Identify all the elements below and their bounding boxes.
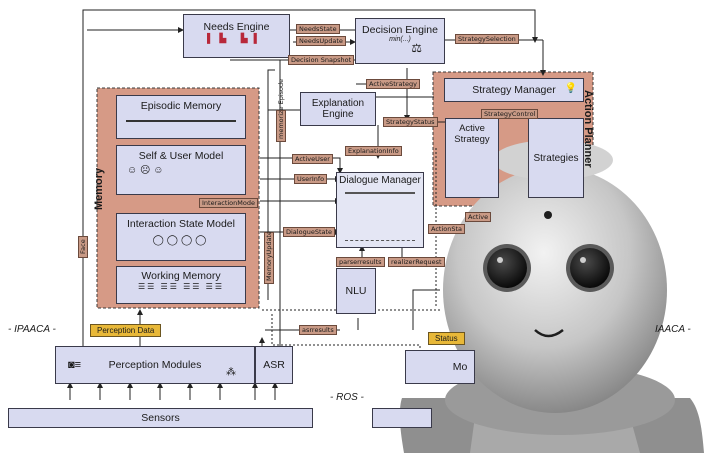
motor-title: Mo	[452, 361, 468, 373]
asr-title: ASR	[263, 359, 285, 371]
sensors-title: Sensors	[141, 412, 180, 424]
face-label: Face	[78, 236, 88, 258]
self-user-model-title: Self & User Model	[138, 150, 224, 162]
perception-data-badge: Perception Data	[90, 324, 162, 337]
strategy-manager-box: Strategy Manager 💡	[444, 78, 584, 102]
active-user-label: ActiveUser	[292, 154, 333, 164]
needs-engine-title: Needs Engine	[203, 21, 270, 33]
user-info-label: UserInfo	[294, 174, 328, 184]
active-short-label: Active	[465, 212, 492, 222]
strategy-manager-title: Strategy Manager	[472, 84, 556, 96]
active-strategy-box: Active Strategy	[445, 118, 499, 198]
list-icon: ☰☰ ☰☰ ☰☰ ☰☰	[137, 282, 225, 291]
interaction-state-model-box: Interaction State Model ◯◯◯◯	[116, 213, 246, 261]
explanation-engine-title: Explanation Engine	[311, 98, 365, 120]
robot-image	[399, 140, 704, 453]
ros-label: - ROS -	[330, 392, 364, 403]
perception-modules-title: Perception Modules	[108, 359, 202, 371]
working-memory-box: Working Memory ☰☰ ☰☰ ☰☰ ☰☰	[116, 266, 246, 304]
parser-results-label: parserresults	[336, 257, 385, 267]
dialogue-manager-box: Dialogue Manager	[336, 172, 424, 248]
timeline-icon	[126, 120, 236, 122]
network-icon: ⁂	[226, 367, 236, 378]
needs-state-label: NeedsState	[296, 24, 340, 34]
dialogue-manager-title: Dialogue Manager	[339, 175, 421, 186]
bar-chart-icon: ▌▙ ▙▌	[206, 33, 267, 43]
status-badge: Status	[428, 332, 465, 345]
memorize-episode-label: memorize Episode	[276, 79, 286, 142]
strategy-control-label: StrategyControl	[481, 109, 539, 119]
dialogue-state-label: DialogueState	[283, 227, 336, 237]
decision-engine-title: Decision Engine	[362, 24, 438, 36]
motor-box: Mo	[405, 350, 475, 384]
strategy-status-label: StrategyStatus	[383, 117, 438, 127]
camera-icon: ◙≡	[68, 359, 82, 371]
memory-section-label: Memory	[93, 167, 105, 210]
explanation-engine-box: Explanation Engine	[300, 92, 376, 126]
nlu-box: NLU	[336, 268, 376, 314]
interaction-state-model-title: Interaction State Model	[127, 218, 235, 230]
active-strategy-title: Active Strategy	[454, 123, 490, 145]
action-status-label: ActionSta	[428, 224, 466, 234]
scale-icon: ⚖	[411, 41, 422, 55]
active-strategy-msg-label: ActiveStrategy	[366, 79, 420, 89]
state-machine-icon: ◯◯◯◯	[152, 235, 210, 246]
episodic-memory-title: Episodic Memory	[140, 100, 222, 112]
memory-update-label: MemoryUpdate	[264, 231, 274, 284]
asr-box: ASR	[255, 346, 293, 384]
needs-engine-box: Needs Engine ▌▙ ▙▌	[183, 14, 290, 58]
nlu-title: NLU	[345, 285, 367, 297]
episodic-memory-box: Episodic Memory	[116, 95, 246, 139]
ipaaca-right-label: IAACA -	[655, 324, 691, 335]
strategy-selection-label: StrategySelection	[455, 34, 519, 44]
decision-snapshot-label: Decision Snapshot	[288, 55, 355, 65]
needs-update-label: NeedsUpdate	[296, 36, 346, 46]
strategies-title: Strategies	[533, 152, 579, 164]
ipaaca-left-label: - IPAACA -	[8, 324, 56, 335]
flowchart-icon	[345, 192, 415, 241]
self-user-model-box: Self & User Model ☺ ☹ ☺	[116, 145, 246, 195]
interaction-mode-label: InteractionMode	[199, 198, 258, 208]
explanation-info-label: ExplanationInfo	[345, 146, 402, 156]
asr-results-label: asrresults	[299, 325, 337, 335]
lightbulb-icon: 💡	[564, 83, 577, 94]
emotion-faces-icon: ☺ ☹ ☺	[127, 165, 164, 176]
decision-formula: min(...)	[389, 36, 411, 43]
sensors-box: Sensors	[8, 408, 313, 428]
actuators-box	[372, 408, 432, 428]
realizer-request-label: realizerRequest	[388, 257, 445, 267]
decision-engine-box: Decision Engine min(...) ⚖	[355, 18, 445, 64]
strategies-box: Strategies	[528, 118, 584, 198]
working-memory-title: Working Memory	[141, 270, 221, 282]
perception-modules-box: ◙≡ Perception Modules ⁂	[55, 346, 255, 384]
